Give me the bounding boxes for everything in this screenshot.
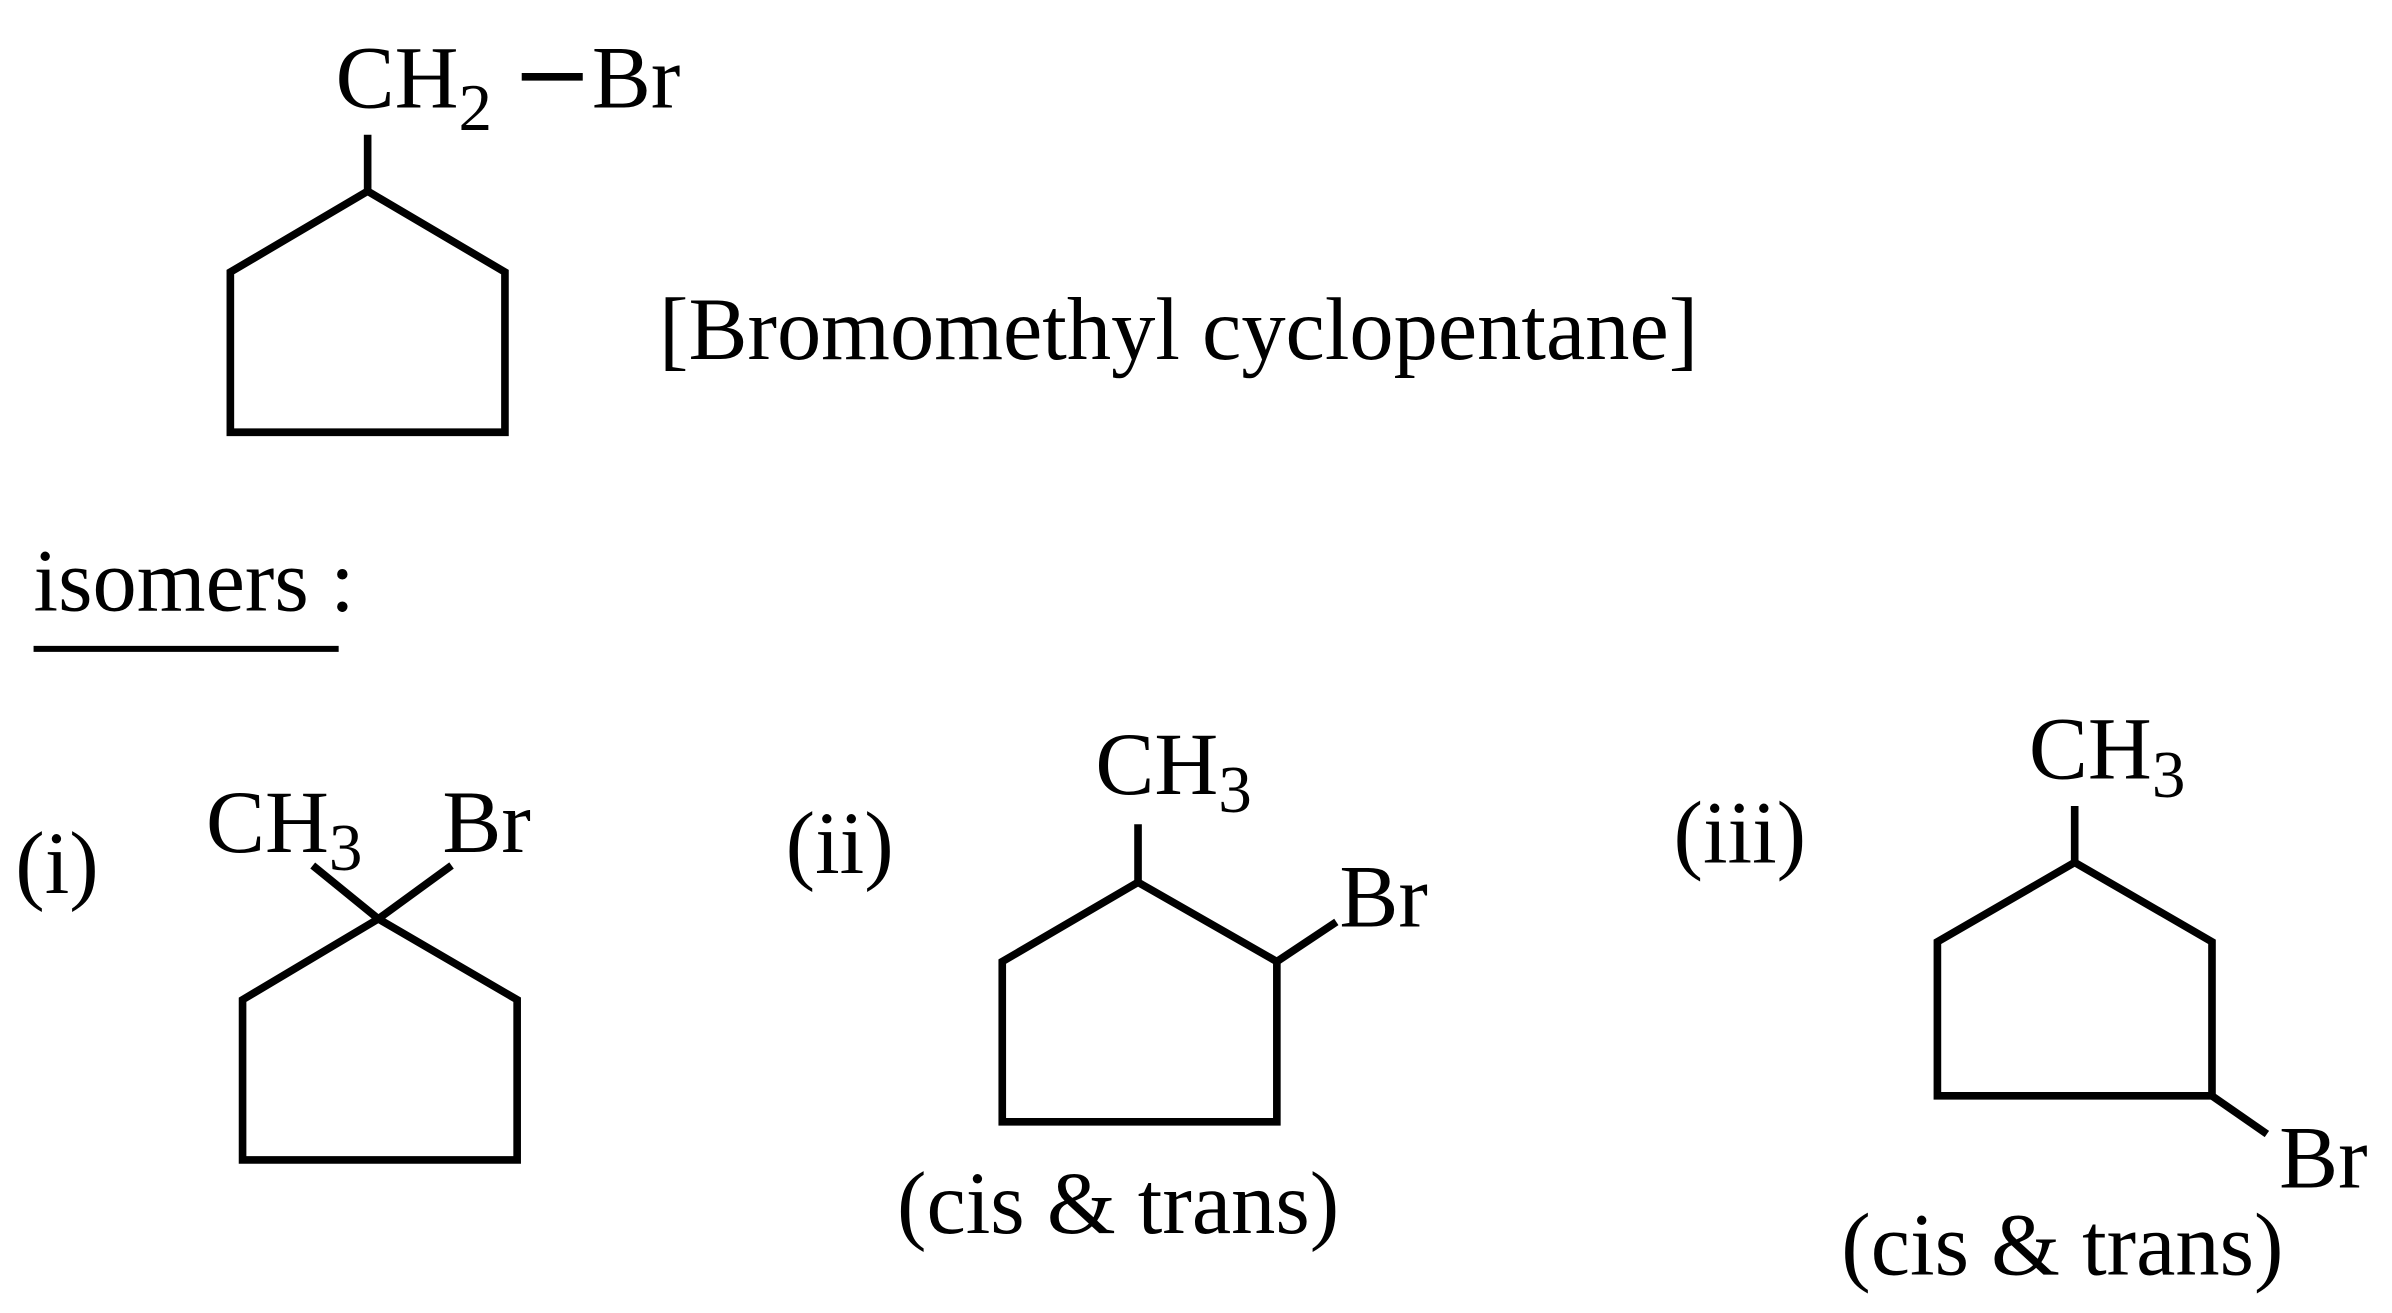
br-label: Br (442, 774, 530, 872)
ch3-label: CH3 (206, 774, 362, 885)
br-bond (376, 862, 454, 922)
stereo-note: (cis & trans) (897, 1155, 1339, 1253)
cyclopentane-ring (226, 186, 509, 437)
stereo-note: (cis & trans) (1841, 1196, 2283, 1294)
cyclopentane-ring (1933, 858, 2216, 1100)
isomers-heading: isomers: (34, 533, 355, 631)
ch2-label: CH2 (336, 29, 492, 145)
isomer-label: (iii) (1673, 784, 1806, 882)
isomer-label: (i) (15, 815, 99, 913)
ch3-label: CH3 (1095, 716, 1251, 827)
compound-name: [Bromomethyl cyclopentane] (659, 281, 1698, 379)
bromomethyl-cyclopentane-structure: CH2 Br [Bromomethyl cyclopentane] (226, 29, 1698, 437)
cyclopentane-ring (998, 877, 1281, 1126)
isomer-ii: (ii) CH3 Br (cis & trans) (786, 716, 1428, 1253)
ch3-bond (310, 862, 381, 922)
isomer-i: (i) CH3 Br (15, 774, 531, 1164)
ch3-label: CH3 (2029, 701, 2185, 812)
isomer-iii: (iii) CH3 Br (cis & trans) (1673, 701, 2367, 1295)
br-bond (2209, 1092, 2270, 1138)
br-label: Br (1339, 849, 1427, 947)
br-label: Br (2279, 1109, 2367, 1207)
br-bond (1274, 918, 1339, 965)
cyclopentane-ring (238, 914, 521, 1164)
br-label: Br (592, 29, 680, 127)
isomer-label: (ii) (786, 795, 894, 893)
